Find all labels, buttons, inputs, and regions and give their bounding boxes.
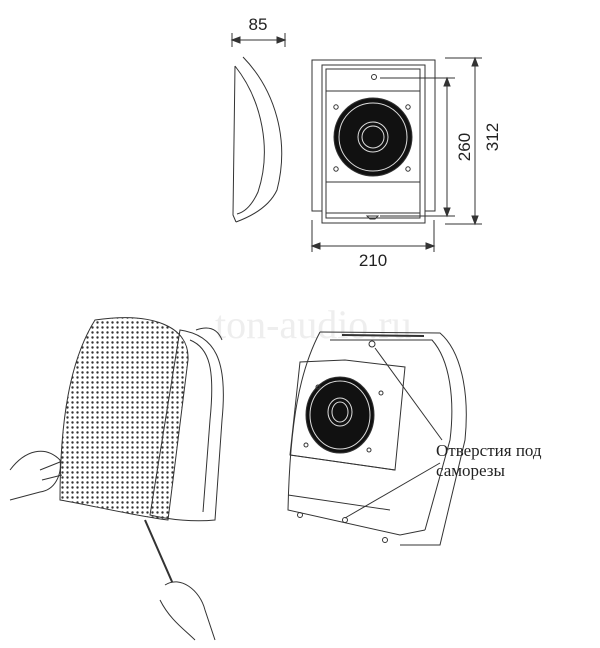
width-label: 210 (359, 251, 387, 270)
dimension-210: 210 (310, 220, 436, 270)
depth-label: 85 (249, 15, 268, 34)
dimension-312: 312 (445, 56, 502, 226)
mount-hole-icon (371, 74, 377, 80)
side-view (232, 56, 283, 223)
hole-spacing-label: 260 (455, 133, 474, 161)
callout-leader (374, 347, 443, 441)
open-speaker-view (287, 331, 467, 546)
height-label: 312 (483, 123, 502, 151)
front-view (311, 59, 436, 224)
callout-line-1: Отверстия под (436, 441, 542, 460)
callout-line-2: саморезы (436, 461, 506, 480)
dimension-260: 260 (380, 76, 474, 218)
speaker-cone-icon (333, 97, 413, 177)
speaker-grille-removal (9, 317, 224, 641)
dimension-depth: 85 (230, 15, 287, 47)
